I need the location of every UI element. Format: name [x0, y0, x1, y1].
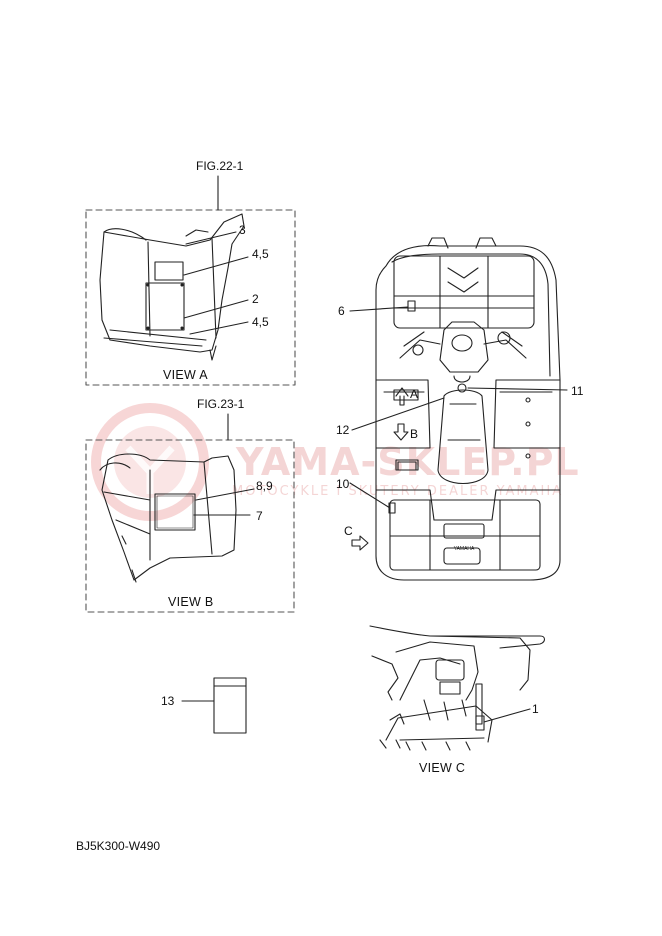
callout-8-9: 8,9 [256, 479, 273, 493]
callout-4-5-upper: 4,5 [252, 247, 269, 261]
arrow-c [351, 535, 369, 551]
decal-6 [407, 300, 416, 312]
view-c-title: VIEW C [419, 761, 466, 775]
callout-13: 13 [161, 694, 175, 708]
arrow-c-label: C [344, 524, 353, 538]
view-c-side-view [369, 625, 546, 751]
fig-ref-view-b: FIG.23-1 [197, 397, 245, 411]
decal-7 [154, 493, 196, 531]
callout-7: 7 [256, 509, 263, 523]
diagram-code: BJ5K300-W490 [76, 839, 161, 853]
arrow-b [393, 423, 409, 441]
decal-3 [154, 261, 184, 281]
fig-ref-view-a: FIG.22-1 [196, 159, 244, 173]
decal-2 [145, 282, 185, 331]
view-a-frame [85, 209, 296, 386]
part-13-card [213, 677, 247, 734]
callout-1: 1 [532, 702, 539, 716]
view-b-title: VIEW B [168, 595, 214, 609]
atv-top-view [375, 237, 561, 581]
callout-2: 2 [252, 292, 259, 306]
arrow-a-label: A [410, 387, 419, 401]
view-b-frame [85, 439, 295, 613]
watermark-tagline: MOTOCYKLE I SKUTERY DEALER YAMAHA [232, 484, 564, 499]
view-a-title: VIEW A [163, 368, 208, 382]
callout-11: 11 [571, 384, 584, 398]
vehicle-badge: YAMAHA [454, 546, 475, 552]
view-a-fender [99, 213, 245, 361]
view-b-fender [99, 453, 237, 583]
callout-12: 12 [336, 423, 350, 437]
decal-1 [475, 715, 485, 731]
callout-10: 10 [336, 477, 350, 491]
callout-6: 6 [338, 304, 345, 318]
callout-3: 3 [239, 223, 246, 237]
arrow-a [395, 387, 409, 406]
callout-4-5-lower: 4,5 [252, 315, 269, 329]
arrow-b-label: B [410, 427, 419, 441]
